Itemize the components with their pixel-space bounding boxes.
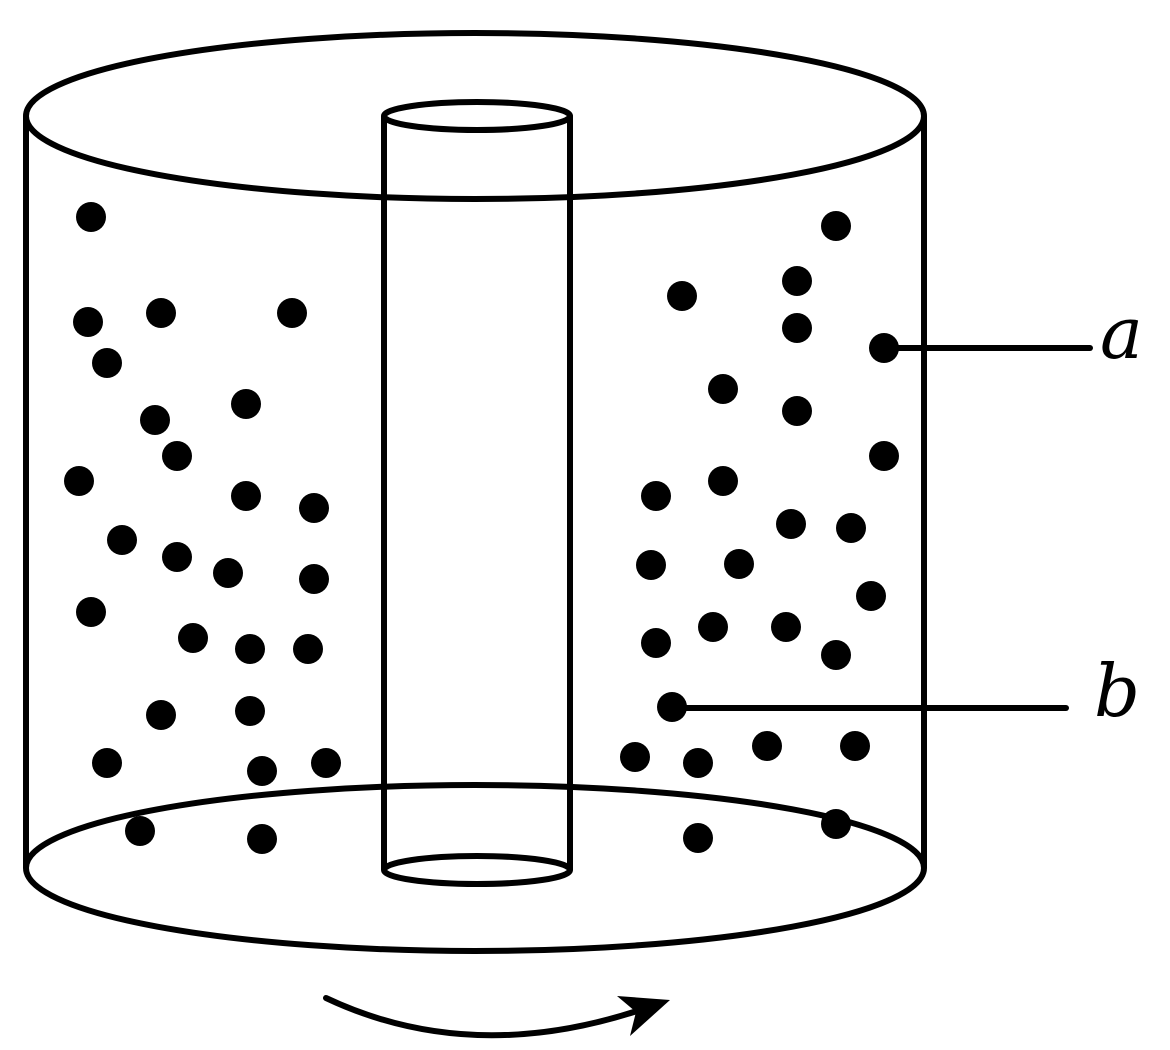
particle-dot [641, 481, 671, 511]
particle-dot [299, 564, 329, 594]
particle-dot [782, 313, 812, 343]
rotation-arrow-head [617, 996, 670, 1036]
particle-dot [698, 612, 728, 642]
particle-dot [708, 466, 738, 496]
particles [64, 202, 899, 854]
top-rim [23, 30, 927, 202]
particle-dot [146, 298, 176, 328]
particle-dot [213, 558, 243, 588]
rotation-arrow [323, 995, 670, 1039]
particle-dot [146, 700, 176, 730]
label-a: a [1100, 291, 1143, 375]
label-b-group: b [669, 649, 1140, 733]
particle-dot [620, 742, 650, 772]
particle-dot [724, 549, 754, 579]
particle-dot [107, 525, 137, 555]
particle-dot [277, 298, 307, 328]
particle-dot [178, 623, 208, 653]
particle-dot [311, 748, 341, 778]
particle-dot [856, 581, 886, 611]
particle-dot [247, 824, 277, 854]
rotation-arrow-curve [323, 995, 643, 1039]
particle-dot [92, 348, 122, 378]
particle-dot [683, 748, 713, 778]
particle-dot [667, 281, 697, 311]
particle-dot [76, 202, 106, 232]
label-a-group: a [881, 291, 1143, 375]
particle-dot [125, 816, 155, 846]
rod-top [381, 99, 573, 133]
rod-bottom-back [381, 853, 573, 871]
particle-dot [752, 731, 782, 761]
particle-dot [821, 211, 851, 241]
particle-dot [636, 550, 666, 580]
particle-dot [782, 266, 812, 296]
particle-dot [247, 756, 277, 786]
particle-dot [299, 493, 329, 523]
particle-dot [162, 441, 192, 471]
particle-dot [64, 466, 94, 496]
label-b: b [1094, 649, 1140, 733]
particle-dot [683, 823, 713, 853]
particle-dot [836, 513, 866, 543]
particle-dot [840, 731, 870, 761]
rod-bottom-front [381, 869, 573, 887]
particle-dot [782, 396, 812, 426]
particle-dot [235, 634, 265, 664]
outer-cylinder [23, 30, 927, 954]
particle-dot [821, 640, 851, 670]
particle-dot [821, 809, 851, 839]
bottom-rim-back [23, 782, 927, 869]
particle-dot [231, 481, 261, 511]
particle-dot [162, 542, 192, 572]
particle-dot [92, 748, 122, 778]
particle-dot [869, 441, 899, 471]
particle-dot [641, 628, 671, 658]
particle-dot [76, 597, 106, 627]
particle-dot [140, 405, 170, 435]
particle-dot [231, 389, 261, 419]
particle-dot [776, 509, 806, 539]
bottom-rim-front [23, 867, 927, 954]
particle-dot [771, 612, 801, 642]
particle-dot [708, 374, 738, 404]
particle-dot [293, 634, 323, 664]
particle-dot [73, 307, 103, 337]
inner-rod [381, 99, 573, 887]
particle-dot [235, 696, 265, 726]
